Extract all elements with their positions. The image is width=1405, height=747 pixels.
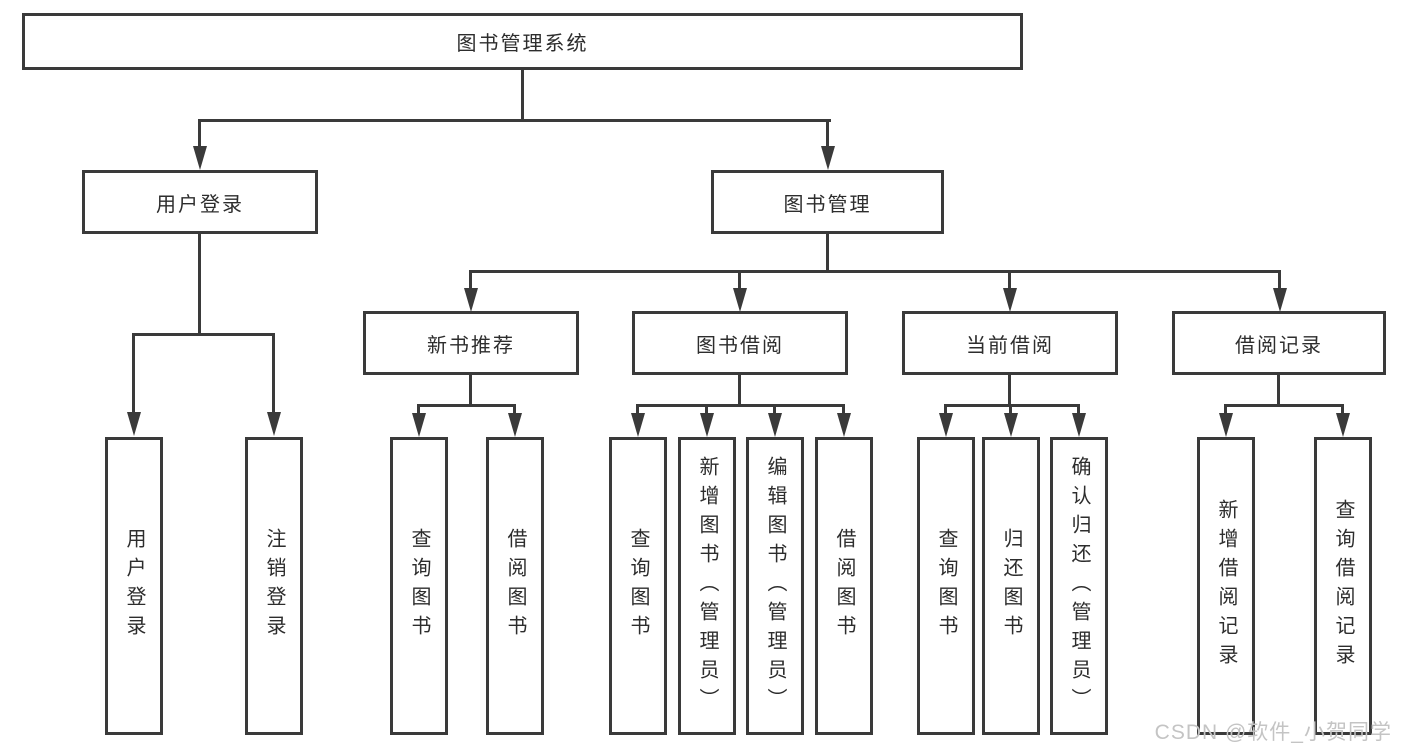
leaf-recommend-borrow-books-label: 借阅图书 bbox=[504, 528, 526, 644]
connector-line bbox=[1077, 404, 1080, 416]
leaf-edit-books-admin-label: 编辑图书（管理员） bbox=[764, 455, 786, 717]
arrowhead-down-icon bbox=[464, 288, 478, 312]
leaf-user-login: 用户登录 bbox=[105, 437, 163, 735]
arrowhead-down-icon bbox=[508, 413, 522, 437]
leaf-borrow-books-label: 借阅图书 bbox=[833, 528, 855, 644]
leaf-current-query-books-label: 查询图书 bbox=[935, 528, 957, 644]
connector-line bbox=[773, 404, 776, 416]
node-root: 图书管理系统 bbox=[22, 13, 1023, 70]
arrowhead-down-icon bbox=[1219, 413, 1233, 437]
watermark: CSDN @软件_小贺同学 bbox=[1154, 721, 1392, 744]
node-current-borrow: 当前借阅 bbox=[902, 311, 1118, 375]
connector-line bbox=[826, 234, 829, 273]
connector-line bbox=[132, 333, 135, 415]
arrowhead-down-icon bbox=[1004, 413, 1018, 437]
leaf-add-books-admin: 新增图书（管理员） bbox=[678, 437, 736, 735]
leaf-add-borrow-record: 新增借阅记录 bbox=[1197, 437, 1255, 735]
connector-line bbox=[1224, 404, 1227, 416]
leaf-query-borrow-record-label: 查询借阅记录 bbox=[1332, 499, 1354, 673]
arrowhead-down-icon bbox=[821, 146, 835, 170]
connector-line bbox=[132, 333, 275, 336]
node-root-label: 图书管理系统 bbox=[456, 33, 589, 55]
connector-line bbox=[198, 119, 201, 149]
node-book-borrow: 图书借阅 bbox=[632, 311, 848, 375]
arrowhead-down-icon bbox=[631, 413, 645, 437]
node-user-login: 用户登录 bbox=[82, 170, 318, 234]
arrowhead-down-icon bbox=[768, 413, 782, 437]
connector-line bbox=[469, 270, 1281, 273]
arrowhead-down-icon bbox=[1273, 288, 1287, 312]
connector-line bbox=[826, 119, 829, 149]
connector-line bbox=[1278, 270, 1281, 291]
connector-line bbox=[417, 404, 516, 407]
node-book-management-label: 图书管理 bbox=[783, 193, 872, 216]
connector-line bbox=[705, 404, 708, 416]
connector-line bbox=[417, 404, 420, 416]
leaf-return-books: 归还图书 bbox=[982, 437, 1040, 735]
arrowhead-down-icon bbox=[733, 288, 747, 312]
leaf-user-login-label: 用户登录 bbox=[123, 528, 145, 644]
arrowhead-down-icon bbox=[267, 412, 281, 436]
connector-line bbox=[842, 404, 845, 416]
connector-line bbox=[636, 404, 845, 407]
leaf-add-books-admin-label: 新增图书（管理员） bbox=[696, 455, 718, 717]
connector-line bbox=[198, 119, 831, 122]
node-book-borrow-label: 图书借阅 bbox=[696, 334, 784, 357]
connector-line bbox=[1009, 404, 1012, 416]
connector-line bbox=[272, 333, 275, 415]
node-current-borrow-label: 当前借阅 bbox=[966, 334, 1054, 357]
arrowhead-down-icon bbox=[412, 413, 426, 437]
node-book-management: 图书管理 bbox=[711, 170, 944, 234]
connector-line bbox=[521, 70, 524, 121]
leaf-current-query-books: 查询图书 bbox=[917, 437, 975, 735]
arrowhead-down-icon bbox=[700, 413, 714, 437]
node-borrow-records: 借阅记录 bbox=[1172, 311, 1386, 375]
connector-line bbox=[738, 375, 741, 407]
connector-line bbox=[944, 404, 947, 416]
arrowhead-down-icon bbox=[1072, 413, 1086, 437]
node-borrow-records-label: 借阅记录 bbox=[1235, 334, 1323, 357]
connector-line bbox=[513, 404, 516, 416]
connector-line bbox=[738, 270, 741, 291]
connector-line bbox=[1008, 375, 1011, 407]
connector-line bbox=[198, 234, 201, 335]
node-user-login-label: 用户登录 bbox=[156, 193, 244, 216]
connector-line bbox=[636, 404, 639, 416]
leaf-recommend-borrow-books: 借阅图书 bbox=[486, 437, 544, 735]
leaf-borrow-books: 借阅图书 bbox=[815, 437, 873, 735]
arrowhead-down-icon bbox=[939, 413, 953, 437]
leaf-return-books-label: 归还图书 bbox=[1000, 528, 1022, 644]
connector-line bbox=[1277, 375, 1280, 407]
leaf-recommend-query-books-label: 查询图书 bbox=[408, 528, 430, 644]
node-new-book-recommend: 新书推荐 bbox=[363, 311, 579, 375]
leaf-recommend-query-books: 查询图书 bbox=[390, 437, 448, 735]
leaf-logout-label: 注销登录 bbox=[263, 528, 285, 644]
leaf-edit-books-admin: 编辑图书（管理员） bbox=[746, 437, 804, 735]
arrowhead-down-icon bbox=[1003, 288, 1017, 312]
connector-line bbox=[944, 404, 1080, 407]
leaf-query-borrow-record: 查询借阅记录 bbox=[1314, 437, 1372, 735]
leaf-add-borrow-record-label: 新增借阅记录 bbox=[1215, 499, 1237, 673]
leaf-logout: 注销登录 bbox=[245, 437, 303, 735]
connector-line bbox=[469, 375, 472, 407]
connector-line bbox=[1224, 404, 1344, 407]
leaf-confirm-return-admin: 确认归还（管理员） bbox=[1050, 437, 1108, 735]
arrowhead-down-icon bbox=[1336, 413, 1350, 437]
arrowhead-down-icon bbox=[127, 412, 141, 436]
arrowhead-down-icon bbox=[193, 146, 207, 170]
node-new-book-recommend-label: 新书推荐 bbox=[427, 334, 515, 357]
connector-line bbox=[1008, 270, 1011, 291]
arrowhead-down-icon bbox=[837, 413, 851, 437]
connector-line bbox=[469, 270, 472, 291]
leaf-confirm-return-admin-label: 确认归还（管理员） bbox=[1068, 455, 1090, 717]
leaf-borrow-query-books-label: 查询图书 bbox=[627, 528, 649, 644]
leaf-borrow-query-books: 查询图书 bbox=[609, 437, 667, 735]
connector-line bbox=[1341, 404, 1344, 416]
